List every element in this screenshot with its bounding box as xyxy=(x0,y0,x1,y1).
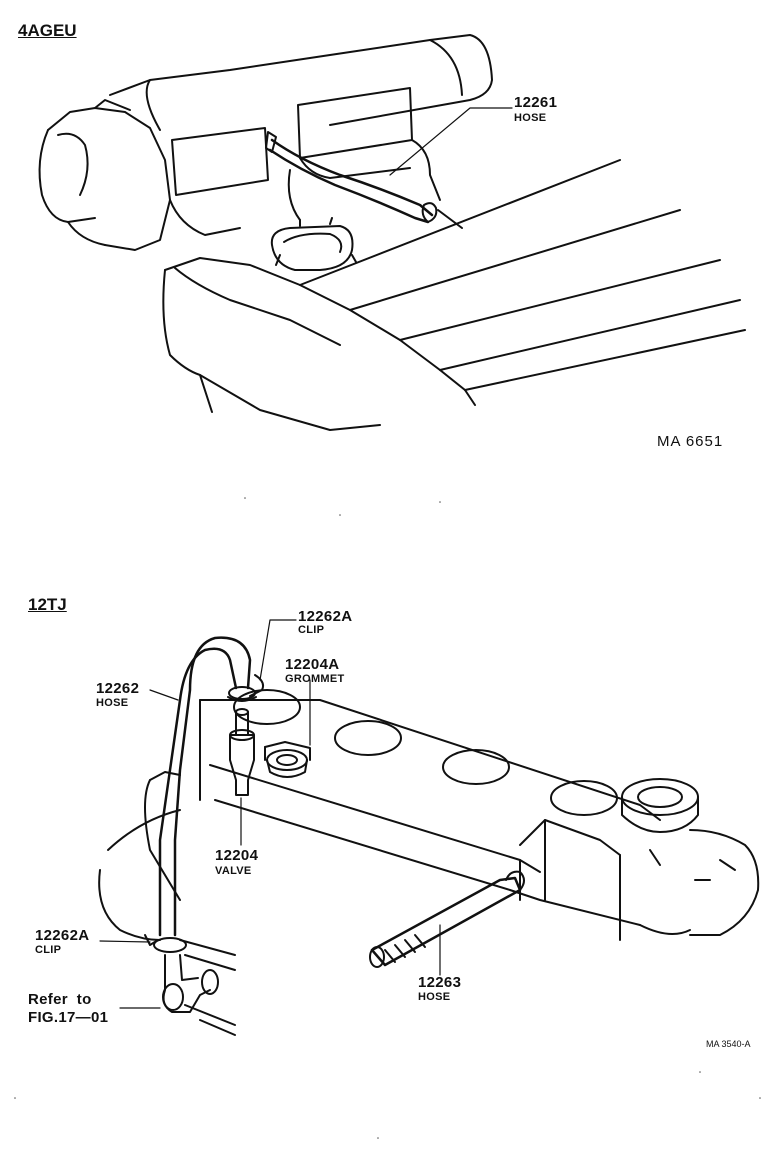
drawing-code-top: MA 6651 xyxy=(657,433,724,450)
bottom-leaders xyxy=(99,619,441,1009)
leader-12262A-bottom xyxy=(99,940,151,943)
part-number-12261: 12261 xyxy=(514,94,558,111)
drawing-code-bottom: MA 3540-A xyxy=(706,1039,751,1049)
top-engine-drawing xyxy=(38,34,746,431)
part-number-12262: 12262 xyxy=(96,680,140,697)
leader-12261 xyxy=(389,107,513,176)
part-number-12204: 12204 xyxy=(215,847,259,864)
part-name-valve: VALVE xyxy=(215,865,252,877)
part-name-grommet: GROMMET xyxy=(285,673,345,685)
part-name-hose-12263: HOSE xyxy=(418,991,451,1003)
reference-line1: Refer to xyxy=(28,991,92,1008)
part-number-12262A-bottom: 12262A xyxy=(35,927,90,944)
part-number-12262A-top: 12262A xyxy=(298,608,353,625)
section-label-4ageu: 4AGEU xyxy=(18,21,77,40)
reference-line2: FIG.17—01 xyxy=(28,1009,109,1026)
leader-12262A-top xyxy=(259,619,297,681)
part-number-12204A: 12204A xyxy=(285,656,340,673)
part-name-clip-bottom: CLIP xyxy=(35,944,62,956)
part-name-clip-top: CLIP xyxy=(298,624,325,636)
part-number-12263: 12263 xyxy=(418,974,462,991)
part-name-hose: HOSE xyxy=(514,112,547,124)
section-label-12tj: 12TJ xyxy=(28,595,67,614)
part-name-hose-12262: HOSE xyxy=(96,697,129,709)
bottom-engine-drawing xyxy=(98,636,760,1036)
leader-12262 xyxy=(149,689,179,701)
scan-specks xyxy=(14,497,761,1139)
